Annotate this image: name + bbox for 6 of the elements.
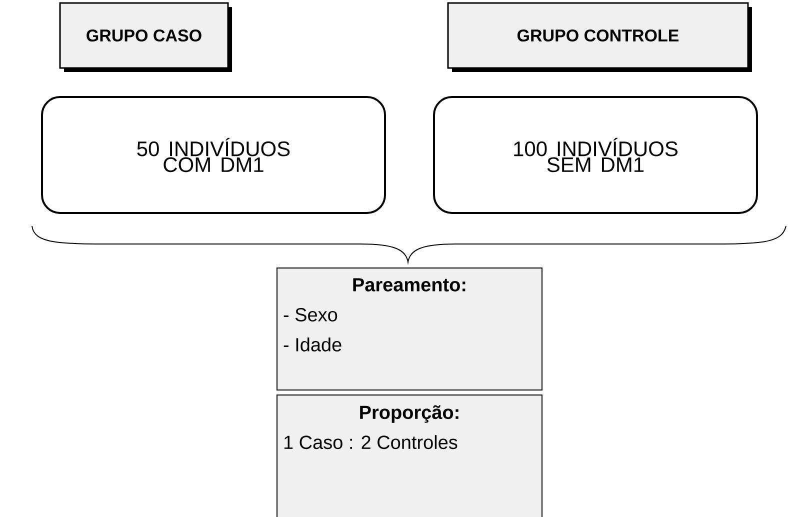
text-box: Pareamento: - Sexo - Idade bbox=[276, 268, 542, 390]
header-box: GRUPO CONTROLE bbox=[447, 2, 752, 72]
rounded-box: 100 INDIVÍDUOS SEM DM1 bbox=[433, 96, 758, 214]
text-box: Proporção: 1 Caso : 2 Controles bbox=[276, 394, 542, 517]
rounded-box: 50 INDIVÍDUOS COM DM1 bbox=[41, 96, 386, 214]
header-box: GRUPO CASO bbox=[59, 2, 232, 72]
